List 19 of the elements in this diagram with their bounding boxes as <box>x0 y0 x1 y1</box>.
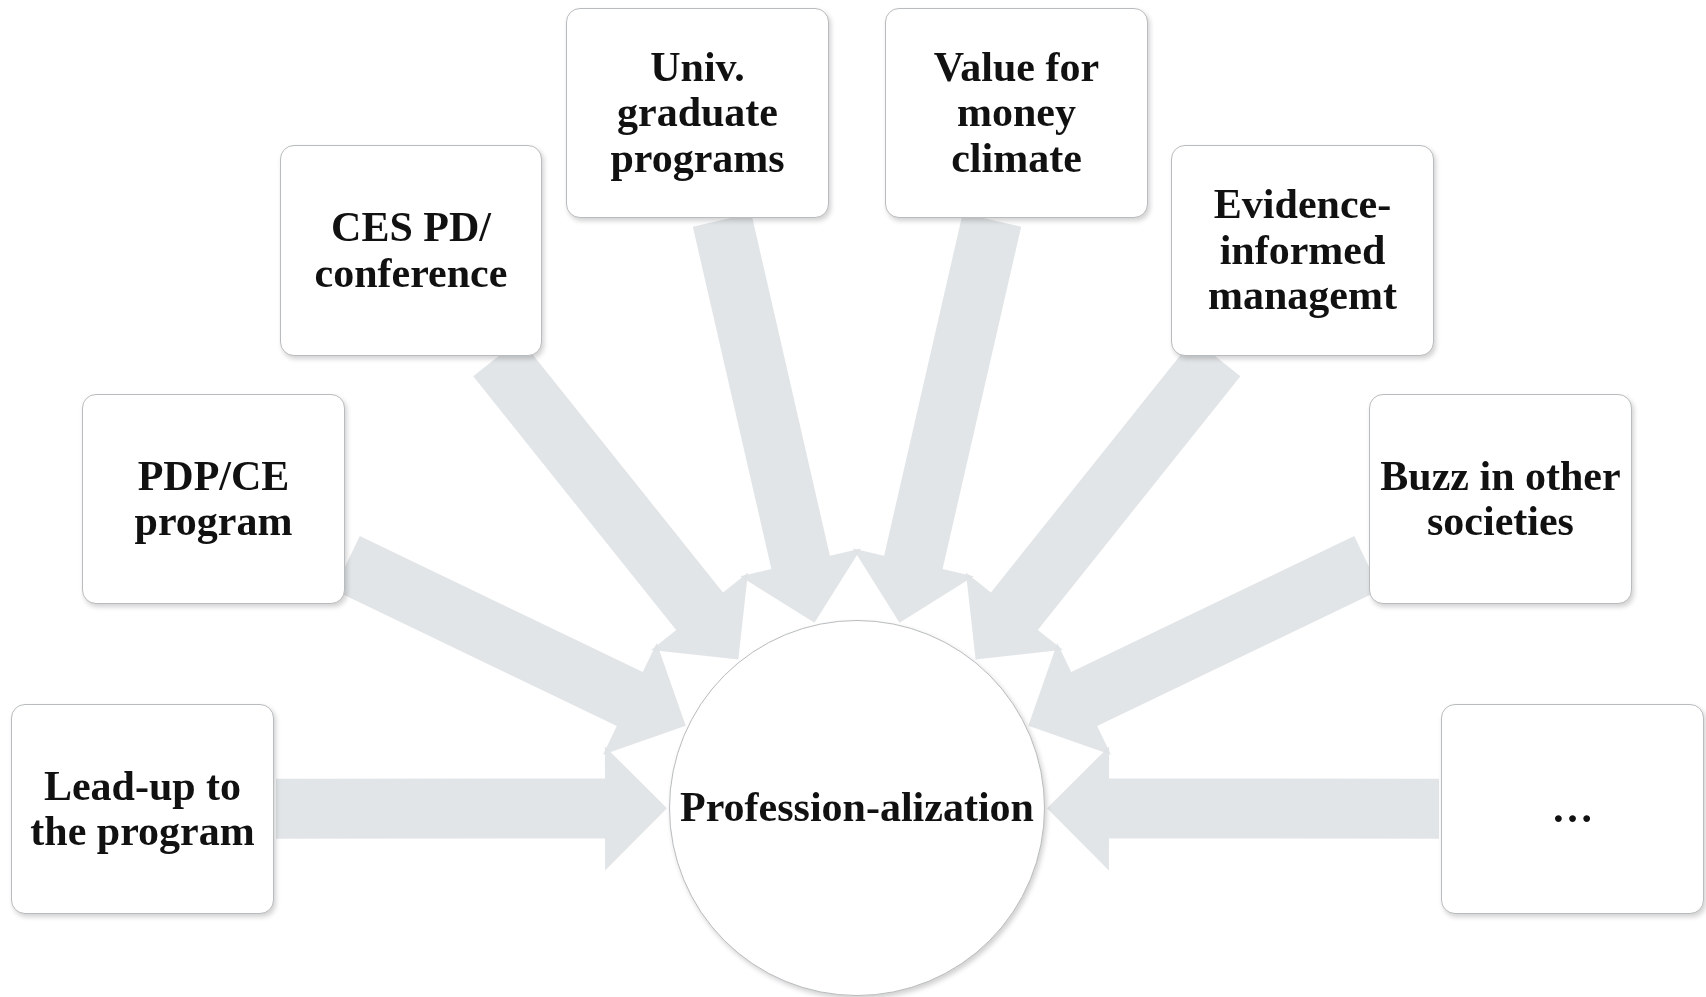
node-label: PDP/CE program <box>133 453 294 545</box>
process-box <box>1441 704 1704 914</box>
block-arrow <box>1047 746 1439 871</box>
node-label: Evidence-informed managemt <box>1207 182 1398 319</box>
process-box <box>11 704 274 914</box>
node-label: Profession-alization <box>680 785 1034 831</box>
node-label: … <box>1551 786 1594 832</box>
block-arrow <box>276 746 667 871</box>
process-box <box>82 394 345 604</box>
process-box <box>566 8 829 218</box>
node-label: Buzz in other societies <box>1380 453 1621 545</box>
node-label: CES PD/ conference <box>313 205 509 296</box>
node-label: Lead-up to the program <box>29 763 256 855</box>
node-label: Univ. graduate programs <box>609 44 786 182</box>
process-box <box>885 8 1148 218</box>
process-box <box>280 145 542 356</box>
process-box <box>1369 394 1632 604</box>
node-label: Value for money climate <box>932 44 1101 182</box>
process-box <box>1171 145 1434 356</box>
